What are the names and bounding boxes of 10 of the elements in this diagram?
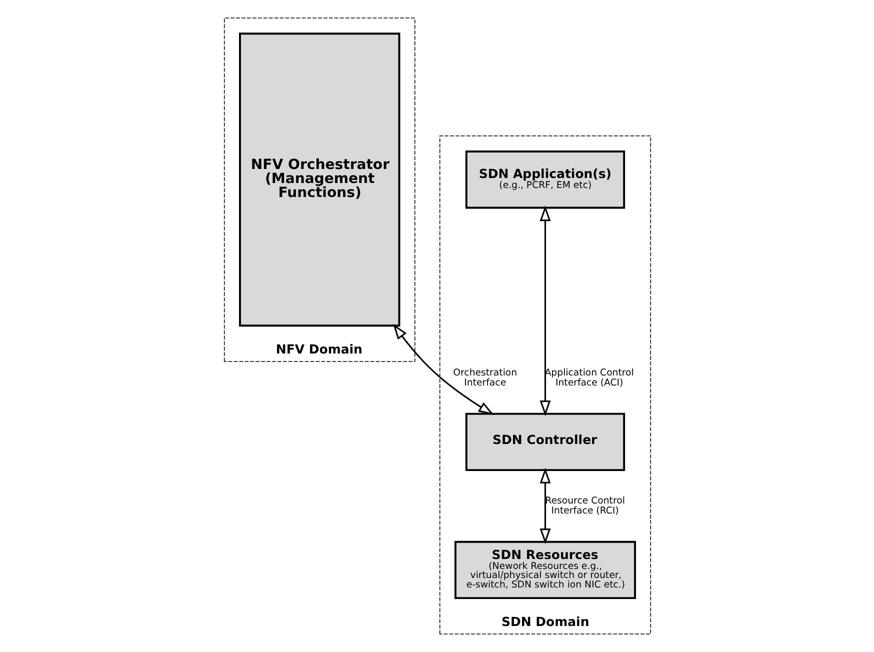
node-box: SDN Resources (Nework Resources e.g., virtual/physical switch or router, e-switch, SDN switch ion NIC etc.) [454,540,636,600]
edge-label: Resource Control Interface (RCI) [544,495,624,516]
arrow [539,205,550,416]
node-box: NFV Orchestrator (Management Functions) [238,32,400,327]
node-box: SDN Application(s) (e.g., PCRF, EM etc) [464,150,625,209]
arrow [392,324,494,416]
edge-label: Application Control Interface (ACI) [544,367,634,388]
edge-label: Orchestration Interface [452,367,517,388]
node-box: SDN Controller [464,412,625,472]
arrow [539,468,550,544]
